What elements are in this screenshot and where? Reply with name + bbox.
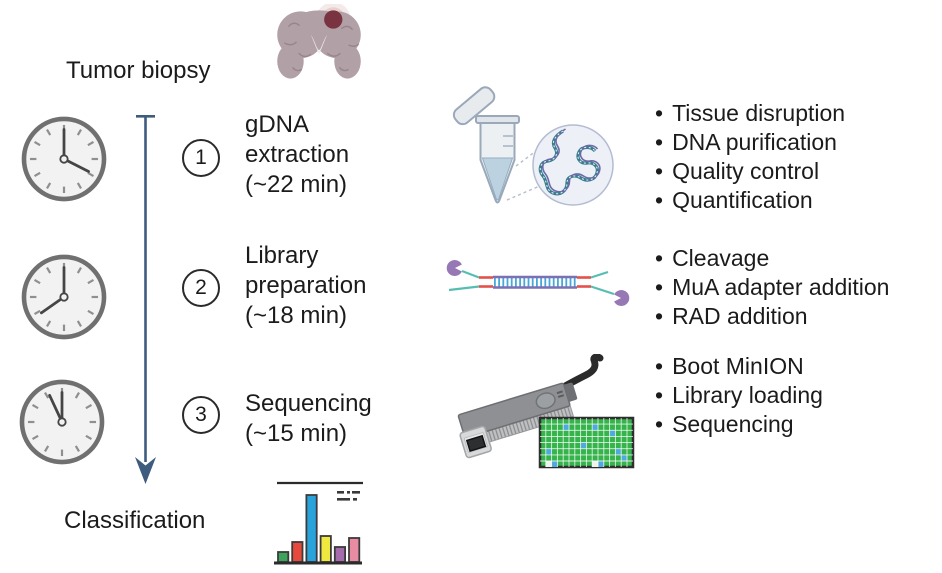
adapter-segments [479,276,591,288]
step-label-library-preparation: Library preparation (~18 min) [245,242,367,329]
minion-device-body [457,382,578,459]
step-label-sequencing: Sequencing (~15 min) [245,390,372,447]
clock-icon-step1 [21,116,107,202]
minion-sequencer-flowcell-icon [457,354,635,469]
chart-bar [319,535,332,563]
timeline-arrow [135,115,156,484]
active-pore-cells [545,424,628,467]
bullet-item: MuA adapter addition [655,273,889,302]
mua-enzyme-left [446,260,462,276]
chart-bar [305,494,318,563]
clock-icon-step3 [19,379,105,465]
bullet-item: Cleavage [655,244,889,273]
step-number-badge-2: 2 [182,269,220,307]
chart-bar [291,541,304,563]
tube-rim [475,115,520,124]
bullet-item: Sequencing [655,410,823,439]
overhang-strands [448,269,615,296]
bullet-item: DNA purification [655,128,845,157]
chart-dash-marks [337,491,360,501]
step2-bullet-list: Cleavage MuA adapter addition RAD additi… [655,244,889,331]
flowcell-port [465,434,487,452]
chart-bars [277,494,361,563]
chart-bar [348,537,361,563]
bullet-item: RAD addition [655,302,889,331]
dna-library-adapter-icon [446,260,630,306]
magnifier-circle [532,124,614,206]
bullet-item: Quantification [655,186,845,215]
dna-strand [538,128,601,196]
chart-bar [333,546,346,563]
tube-liquid [481,157,514,201]
clock-hands [39,266,66,315]
brain-gyri [284,22,360,72]
step-label-gdna-extraction: gDNA extraction (~22 min) [245,111,350,198]
step1-bullet-list: Tissue disruption DNA purification Quali… [655,99,845,215]
mua-enzyme-right [614,290,630,306]
brain-tumor-icon [277,4,361,79]
bullet-item: Tissue disruption [655,99,845,128]
classification-bar-chart-icon [274,481,363,565]
step3-bullet-list: Boot MinION Library loading Sequencing [655,352,823,439]
step-number-badge-1: 1 [182,139,220,177]
bullet-item: Boot MinION [655,352,823,381]
classification-label: Classification [64,507,206,534]
magnifier-guide-line [506,184,543,201]
clock-icon-step2 [21,254,107,340]
bullet-item: Library loading [655,381,823,410]
step-number-badge-3: 3 [182,396,220,434]
bullet-item: Quality control [655,157,845,186]
tube-cap [452,86,496,126]
tube-dna-magnifier-icon [452,86,614,206]
inactive-pore-cells [545,460,599,467]
clock-hands [48,391,64,424]
grid-lines-horizontal [540,423,633,462]
tumor-circle [324,10,343,29]
device-button [535,392,556,410]
arrowhead-down-icon [135,457,156,484]
flowcell-heatmap [538,416,635,469]
chart-bar [277,551,290,563]
tumor-biopsy-label: Tumor biopsy [66,57,211,84]
